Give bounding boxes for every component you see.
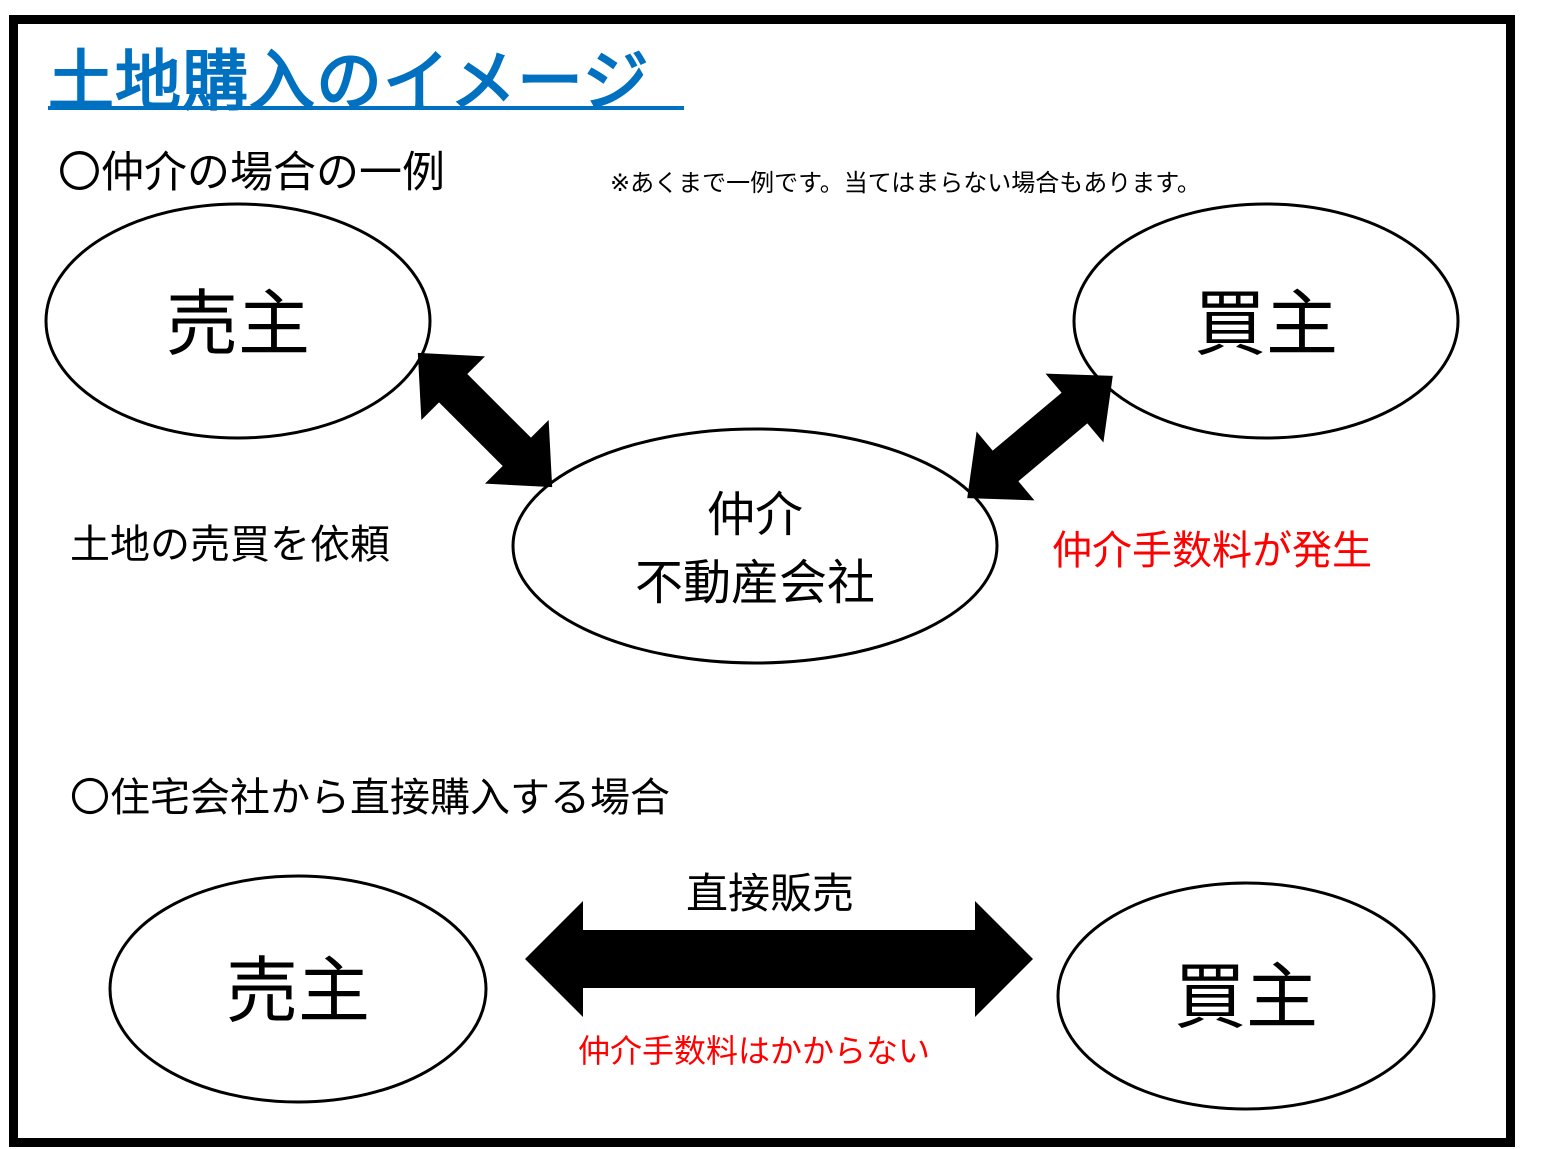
double-arrow-seller-buyer-icon	[525, 901, 1033, 1017]
agent-ellipse	[511, 427, 999, 665]
title-underline	[48, 106, 684, 110]
section-heading-direct: 〇住宅会社から直接購入する場合	[70, 775, 670, 821]
seller-label: 売主	[165, 282, 310, 366]
request-label: 土地の売買を依頼	[70, 522, 390, 568]
direct-buyer-label: 買主	[1173, 955, 1318, 1039]
seller-ellipse	[44, 202, 432, 440]
direct-seller-ellipse	[108, 874, 488, 1104]
direct-seller-label: 売主	[225, 949, 370, 1033]
double-arrow-seller-agent-icon	[417, 352, 553, 488]
double-arrow-agent-buyer-icon	[967, 373, 1113, 501]
buyer-label: 買主	[1193, 282, 1338, 366]
direct-sale-label: 直接販売	[686, 869, 855, 918]
commission-label: 仲介手数料が発生	[1052, 528, 1372, 574]
direct-buyer-ellipse	[1056, 881, 1436, 1111]
agent-label-line1: 仲介	[706, 487, 803, 543]
buyer-ellipse	[1072, 202, 1460, 440]
agent-label-line2: 不動産会社	[634, 555, 875, 611]
no-commission-label: 仲介手数料はかからない	[578, 1032, 931, 1070]
section-heading-brokered: 〇仲介の場合の一例	[58, 148, 445, 198]
disclaimer-note: ※あくまで一例です。当てはまらない場合もあります。	[610, 169, 1201, 197]
